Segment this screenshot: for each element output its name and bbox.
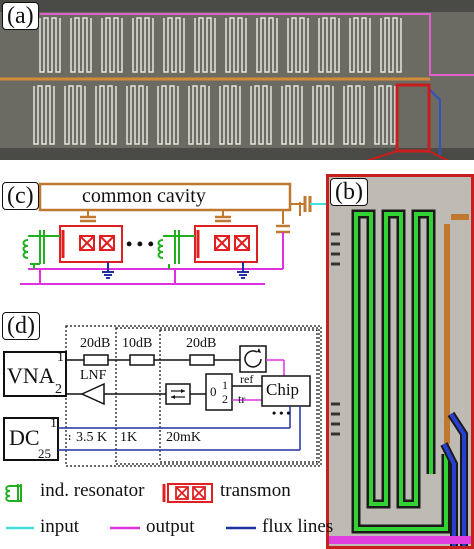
tr-label: tr — [238, 392, 246, 406]
panel-d-setup: : VNA 1 2 DC 1 25 20dB 10dB 20dB LNF 0 1… — [0, 310, 326, 472]
dc-port-1: 1 — [50, 416, 57, 431]
legend: ind. resonator transmon input output flu… — [0, 476, 333, 549]
svg-text::: : — [68, 432, 71, 443]
circuit-drawing — [20, 182, 326, 285]
unit-cell-1 — [22, 210, 123, 279]
ellipsis-cells: • • • — [126, 234, 154, 254]
legend-resonator: ind. resonator — [40, 480, 145, 501]
transmon-symbol — [162, 483, 213, 503]
resonator-meander — [349, 17, 371, 73]
left-comb — [331, 232, 340, 436]
setup-drawing: : — [3, 325, 322, 467]
meander-resonator — [354, 212, 433, 514]
upper-resonator-row — [39, 17, 402, 73]
flux-line-trace — [429, 89, 441, 155]
attenuator-2 — [129, 354, 155, 366]
resonator-meander — [157, 85, 179, 145]
ref-label: ref — [240, 372, 254, 386]
switch-0: 0 — [210, 384, 217, 399]
lnf-amplifier — [80, 382, 105, 406]
chip-box — [261, 375, 311, 407]
resonator-meander — [256, 17, 278, 73]
zoom-line-right — [428, 150, 449, 160]
vna-box — [3, 351, 67, 397]
zoom-highlight-box — [395, 83, 431, 153]
resonator-meander — [64, 85, 86, 145]
resonator-meander — [318, 17, 340, 73]
attenuator-3 — [189, 354, 215, 366]
resonator-meander — [225, 17, 247, 73]
stage-20mk-label: 20mK — [166, 430, 201, 445]
resonator-meander — [70, 17, 92, 73]
dc-box — [3, 417, 59, 461]
chip-micrograph-drawing — [0, 0, 474, 160]
attenuator-3-label: 20dB — [186, 336, 217, 351]
resonator-meander — [374, 85, 396, 145]
dc-label: DC — [9, 425, 40, 450]
resonator-meander — [194, 17, 216, 73]
resonator-meander — [33, 85, 55, 145]
dc-port-25: 25 — [38, 446, 51, 461]
attenuator-1-label: 20dB — [80, 336, 111, 351]
resonator-symbol — [5, 484, 22, 502]
resonator-meander — [188, 85, 210, 145]
resonator-meander — [132, 17, 154, 73]
stage-1k-box — [115, 327, 320, 465]
circulator-box — [239, 345, 267, 373]
attenuator-1 — [83, 354, 109, 366]
panel-label-c: (c) — [2, 182, 39, 210]
zoom-line-left — [365, 150, 398, 160]
vna-label: VNA — [7, 363, 55, 388]
resonator-meander — [95, 85, 117, 145]
resonator-meander — [101, 17, 123, 73]
resonator-meander — [163, 17, 185, 73]
lower-resonator-row — [33, 85, 396, 145]
legend-transmon: transmon — [220, 480, 291, 501]
resonator-meander — [250, 85, 272, 145]
vna-port-1: 1 — [57, 350, 64, 365]
zoom-drawing — [326, 174, 474, 549]
stage-20mk-box — [159, 329, 318, 463]
panel-label-d: (d) — [2, 312, 40, 340]
lnf-label: LNF — [80, 368, 107, 383]
resonator-meander — [126, 85, 148, 145]
panel-c-schematic: common cavity • • • — [0, 174, 326, 294]
stage-35k-label: 3.5 K — [76, 430, 108, 445]
resonator-meander — [219, 85, 241, 145]
attenuator-2-label: 10dB — [122, 336, 153, 351]
legend-drawing — [5, 483, 256, 530]
resonator-meander — [343, 85, 365, 145]
zoom-frame — [326, 174, 474, 549]
switch-box — [205, 373, 233, 411]
resonator-meander — [312, 85, 334, 145]
output-line — [40, 13, 474, 76]
resonator-meander — [39, 17, 61, 73]
legend-input: input — [40, 516, 80, 537]
panel-a-micrograph — [0, 0, 474, 160]
flux-ellipsis: • • • — [272, 406, 291, 420]
chip-label: Chip — [266, 380, 300, 399]
legend-output: output — [146, 516, 195, 537]
panel-label-b: (b) — [330, 178, 368, 206]
panel-label-a: (a) — [2, 2, 39, 30]
unit-cell-2 — [157, 210, 258, 279]
legend-flux: flux lines — [262, 516, 334, 537]
cavity-box — [38, 182, 292, 212]
switch-1: 1 — [222, 378, 228, 392]
vna-port-2: 2 — [55, 382, 62, 397]
panel-b-zoom — [326, 174, 474, 549]
switch-2: 2 — [222, 392, 228, 406]
cavity-label: common cavity — [82, 185, 206, 207]
resonator-meander — [380, 17, 402, 73]
stage-1k-label: 1K — [120, 430, 138, 445]
resonator-meander — [281, 85, 303, 145]
isolator-box — [165, 383, 191, 405]
resonator-meander — [287, 17, 309, 73]
